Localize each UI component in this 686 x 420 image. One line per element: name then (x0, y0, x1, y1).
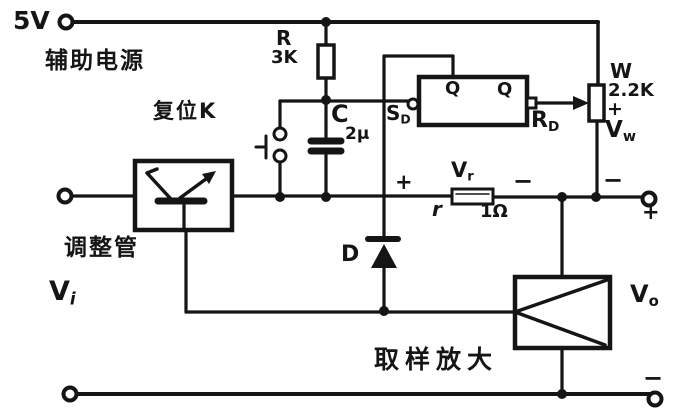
vr-sub: r (467, 169, 474, 185)
pass-transistor (132, 158, 235, 233)
diode-name-label: D (341, 242, 360, 267)
vi-label: Vi (49, 278, 76, 307)
plus-output-mark: + (642, 200, 660, 224)
junction-diode-amp-input (379, 306, 389, 316)
capacitor-name-label: C (331, 100, 349, 128)
potentiometer-W (573, 83, 606, 123)
vi-sub: i (69, 288, 76, 309)
vr-main: V (451, 158, 468, 182)
pot-name-label: W (610, 59, 633, 83)
vo-label: Vo (630, 282, 659, 309)
flip-flop-output-stub (525, 96, 538, 110)
flipflop-q-label: Q (445, 78, 461, 99)
flipflop-qbar-label: Q (497, 79, 513, 100)
vo-main: V (630, 280, 649, 308)
wires (64, 20, 652, 396)
sense-resistor-Vr (450, 187, 495, 206)
reset-switch (254, 126, 288, 164)
plus-in-mark: + (395, 170, 413, 194)
rd-input-label: RD (531, 110, 559, 134)
junction-reset-node (321, 95, 331, 105)
switch-contact-top (272, 126, 288, 142)
sd-input-label: SD (386, 103, 411, 126)
rd-main: R (531, 108, 548, 133)
diode-D (365, 236, 401, 268)
vi-main: V (49, 276, 70, 307)
diode-anode-triangle (371, 244, 397, 268)
flip-flop (406, 74, 538, 128)
transistor-arrow (202, 171, 216, 184)
pot-value-label: 2.2K (608, 80, 654, 101)
supply-voltage-label: 5V (13, 6, 50, 35)
sd-sub: D (400, 111, 411, 127)
reset-switch-label: 复位K (153, 99, 218, 123)
resistor-value-label: 3K (271, 47, 298, 68)
capacitor-value-label: 2μ (345, 124, 370, 144)
minus-bottom-mark: − (643, 364, 664, 392)
minus-pot-mark: − (603, 166, 624, 194)
vr-label: Vr (451, 160, 474, 184)
transistor-left-lead (145, 167, 172, 200)
sampling-amplifier (512, 274, 613, 351)
terminals (56, 13, 664, 408)
aux-power-label: 辅助电源 (45, 48, 145, 74)
sd-main: S (386, 101, 401, 125)
junction-rail-resistor (321, 17, 331, 27)
terminal-output-minus (646, 390, 664, 408)
terminal-input-left (56, 187, 74, 205)
junction-amp-bottom-rail (557, 389, 567, 399)
sd-inverting-bubble (406, 97, 420, 111)
pot-plus-label: + (607, 98, 623, 120)
junction-dots (275, 17, 601, 399)
sense-resistor-body (450, 187, 495, 206)
resistor-R (316, 43, 336, 80)
transistor-right-lead (178, 174, 212, 200)
terminal-5v (57, 13, 75, 31)
junction-capacitor-output (321, 192, 331, 202)
amplifier-box (512, 274, 613, 351)
junction-switch-output (275, 192, 285, 202)
pot-wiper-arrow (573, 96, 589, 110)
terminal-output-plus (640, 190, 658, 208)
sampling-amp-label: 取样放大 (374, 345, 499, 374)
switch-actuator (254, 134, 268, 160)
resistor-name-label: R (276, 26, 292, 50)
vw-main: V (605, 117, 623, 143)
terminal-bottom-left (61, 385, 79, 403)
pot-body (587, 83, 606, 123)
vo-sub: o (648, 292, 659, 311)
junction-pot-output (591, 192, 601, 202)
capacitor-C (307, 137, 345, 155)
flip-flop-box (416, 74, 530, 128)
minus-after-sense-mark: − (513, 167, 534, 195)
vw-sub: w (622, 128, 636, 145)
amplifier-triangle-upper (513, 278, 609, 314)
sense-value-label: 1Ω (480, 201, 508, 222)
amplifier-triangle-lower (513, 310, 607, 347)
sense-name-label: r (432, 197, 442, 221)
pass-transistor-label: 调整管 (64, 235, 139, 261)
switch-contact-bottom (272, 148, 288, 164)
junction-amp-top (557, 192, 567, 202)
rd-sub: D (547, 118, 560, 135)
vw-label: Vw (605, 117, 636, 145)
